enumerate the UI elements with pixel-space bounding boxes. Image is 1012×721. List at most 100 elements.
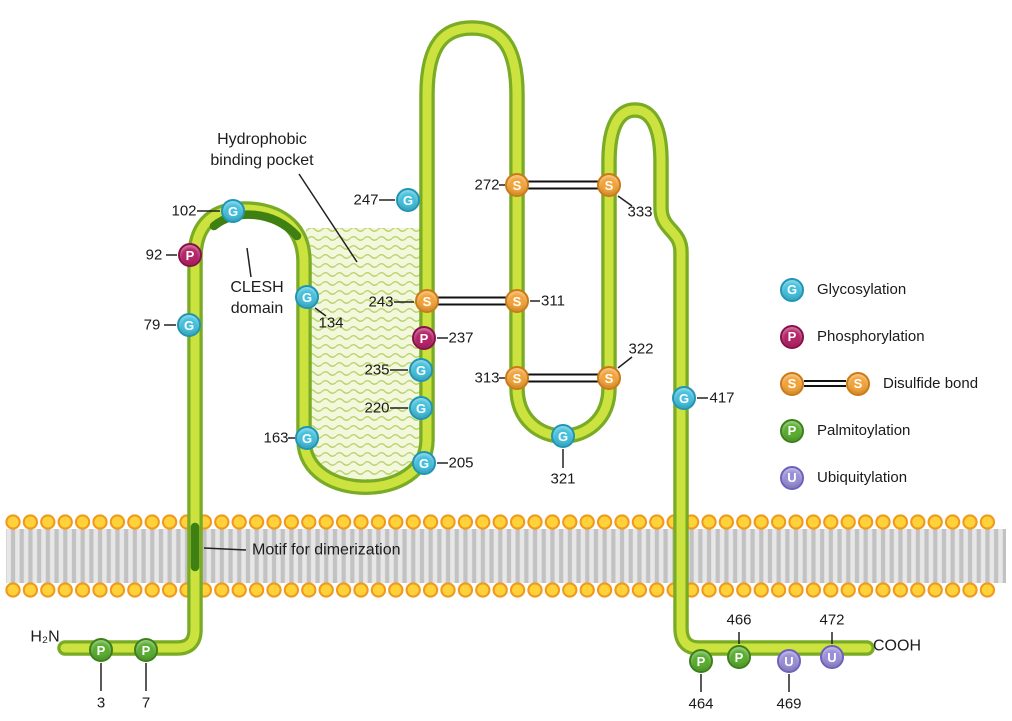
legend-glycosylation-label: Glycosylation xyxy=(817,281,907,298)
lipid-head xyxy=(927,582,943,598)
lipid-head xyxy=(109,514,126,530)
lipid-head xyxy=(527,582,543,598)
lipid-head xyxy=(892,514,909,530)
lipid-head xyxy=(910,514,926,530)
lipid-head xyxy=(248,582,265,598)
legend-phosphorylation-icon: P xyxy=(780,324,804,349)
legend-item-ubiquitylation: U Ubiquitylation xyxy=(780,454,978,501)
legend-phosphorylation-label: Phosphorylation xyxy=(817,328,925,345)
lipid-head xyxy=(231,582,247,598)
legend-palmitoylation-label: Palmitoylation xyxy=(817,422,911,439)
leader-line-322 xyxy=(617,356,633,369)
lipid-head xyxy=(562,582,578,598)
lipid-head xyxy=(422,514,439,530)
lipid-head xyxy=(788,582,804,598)
disulfide-bond-lines xyxy=(427,180,609,383)
lipid-head xyxy=(283,582,300,598)
legend-disulfide-icon: S xyxy=(780,371,804,396)
lipid-head xyxy=(509,582,526,598)
lipid-head xyxy=(509,514,526,530)
lipid-head xyxy=(388,582,404,598)
lipid-head xyxy=(736,582,752,598)
clesh-domain-label: CLESH domain xyxy=(230,279,284,317)
lipid-head xyxy=(927,514,943,530)
lipid-head xyxy=(440,514,456,530)
lipid-head xyxy=(283,514,300,530)
lipid-head xyxy=(614,514,630,530)
lipid-head xyxy=(335,582,352,598)
lipid-head xyxy=(962,582,978,598)
leader-line-333 xyxy=(617,195,633,207)
lipid-head xyxy=(544,582,561,598)
lipid-head xyxy=(579,582,595,598)
dimerization-motif-leader-line xyxy=(203,547,247,551)
lipid-head xyxy=(22,582,39,598)
lipid-head xyxy=(701,514,717,530)
lipid-head xyxy=(5,514,21,530)
lipid-head xyxy=(457,582,474,598)
lipid-head xyxy=(718,514,735,530)
lipid-head xyxy=(910,582,926,598)
lipid-head xyxy=(544,514,561,530)
hydrophobic-pocket-area xyxy=(306,228,425,482)
lipid-head xyxy=(840,582,856,598)
n-terminus-label: H₂N xyxy=(30,628,60,646)
lipid-head xyxy=(301,514,317,530)
clesh-domain-leader-line xyxy=(246,247,252,278)
residue-leader-lines xyxy=(100,184,833,692)
lipid-head xyxy=(214,514,230,530)
lipid-head xyxy=(614,582,630,598)
cell-membrane xyxy=(5,514,1006,598)
lipid-head xyxy=(596,514,613,530)
lipid-head xyxy=(579,514,595,530)
lipid-head xyxy=(492,514,508,530)
lipid-head xyxy=(823,582,839,598)
lipid-head xyxy=(736,514,752,530)
lipid-head xyxy=(631,514,648,530)
lipid-head xyxy=(92,514,108,530)
lipid-head xyxy=(823,514,839,530)
lipid-head xyxy=(22,514,39,530)
lipid-head xyxy=(370,582,387,598)
lipid-head xyxy=(144,582,160,598)
legend-ubiquitylation-icon: U xyxy=(780,465,804,490)
lipid-head xyxy=(353,582,369,598)
lipid-head xyxy=(405,582,421,598)
lipid-head xyxy=(979,514,996,530)
lipid-head xyxy=(770,514,787,530)
lipid-head xyxy=(74,514,91,530)
dimerization-motif-label: Motif for dimerization xyxy=(252,541,401,559)
lipid-head xyxy=(318,582,334,598)
legend-ubiquitylation-label: Ubiquitylation xyxy=(817,469,908,486)
lipid-head xyxy=(596,582,613,598)
lipid-head xyxy=(944,514,961,530)
lipid-heads xyxy=(5,514,996,598)
lipid-head xyxy=(892,582,909,598)
lipid-head xyxy=(109,582,126,598)
lipid-head xyxy=(857,582,874,598)
lipid-head xyxy=(475,582,491,598)
legend-disulfide-label: Disulfide bond xyxy=(883,375,979,392)
lipid-head xyxy=(649,582,665,598)
lipid-head xyxy=(388,514,404,530)
lipid-head xyxy=(753,514,769,530)
lipid-head xyxy=(701,582,717,598)
lipid-head xyxy=(492,582,508,598)
lipid-head xyxy=(440,582,456,598)
lipid-tails-band xyxy=(6,529,1006,583)
lipid-head xyxy=(74,582,91,598)
lipid-head xyxy=(5,582,21,598)
lipid-head xyxy=(753,582,769,598)
legend-disulfide-connector xyxy=(804,380,846,387)
lipid-head xyxy=(248,514,265,530)
lipid-head xyxy=(144,514,160,530)
lipid-head xyxy=(370,514,387,530)
lipid-head xyxy=(127,582,143,598)
hydrophobic-pocket-leader-line xyxy=(298,173,358,263)
lipid-head xyxy=(92,582,108,598)
lipid-head xyxy=(805,582,822,598)
